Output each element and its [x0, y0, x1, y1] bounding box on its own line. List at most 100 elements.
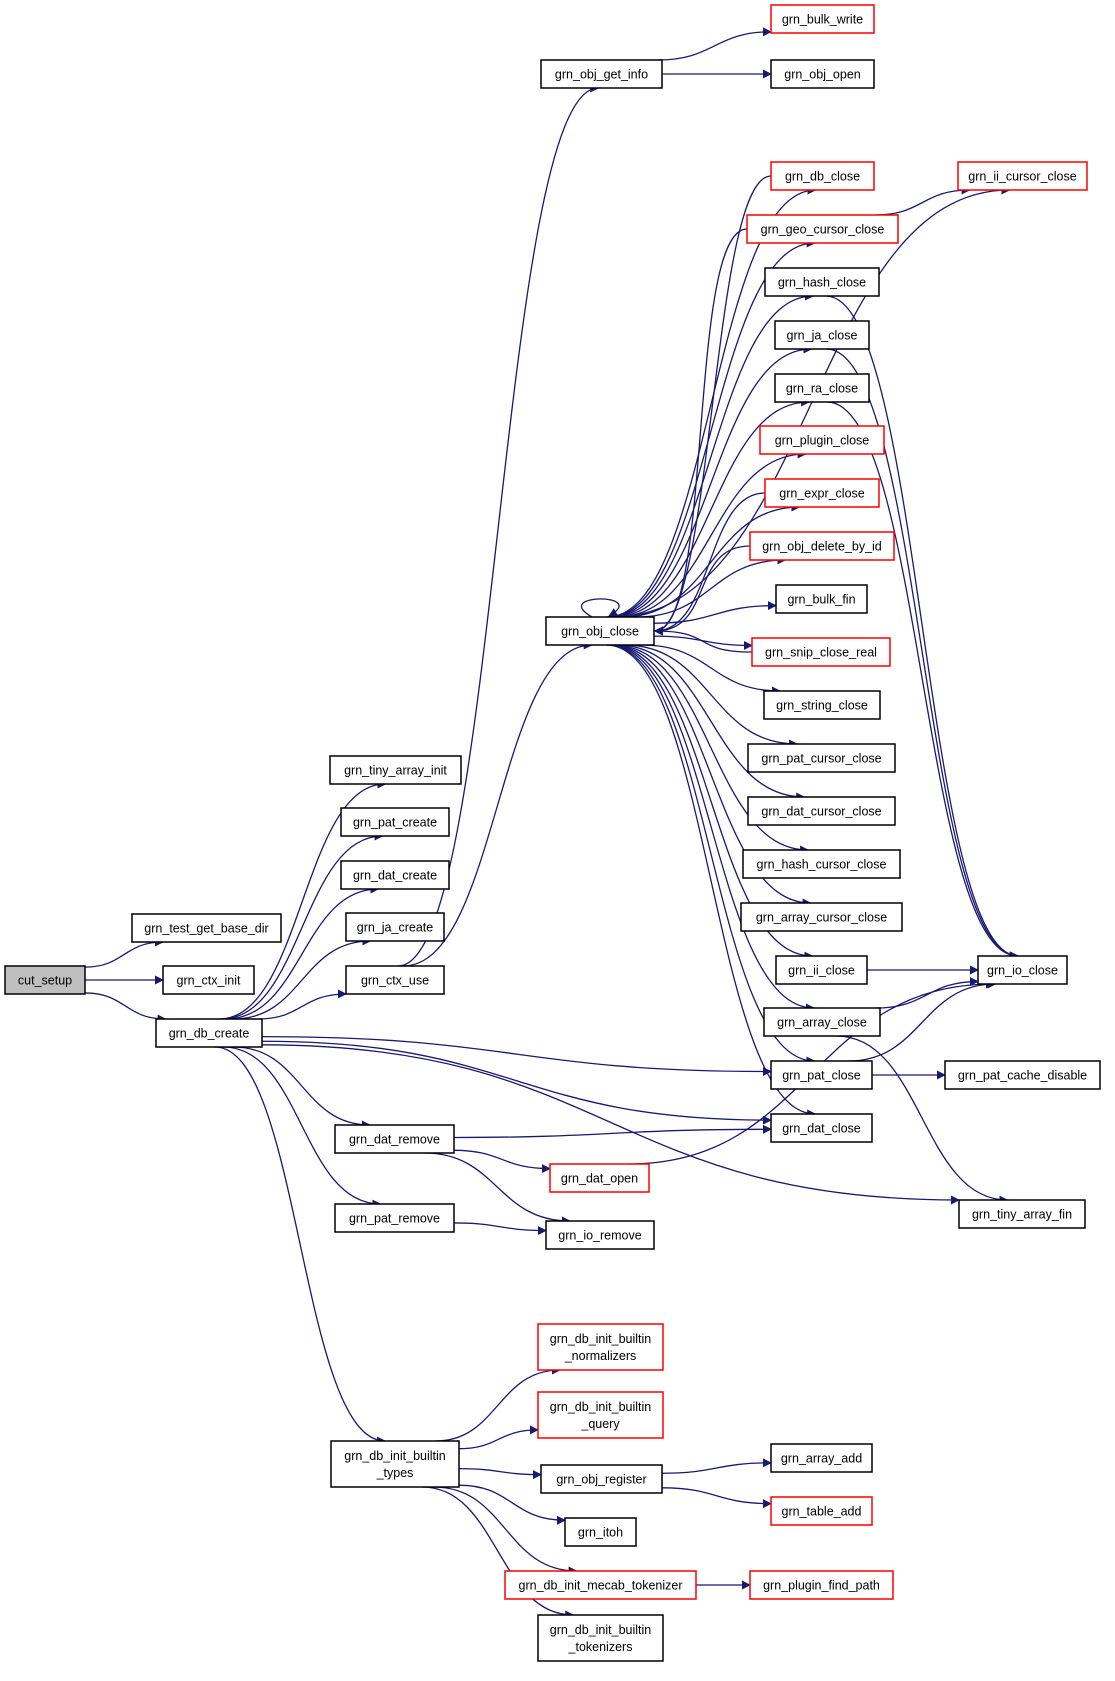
- edge-db_create-to-dat_create: [225, 884, 380, 1020]
- node-box: [764, 267, 880, 297]
- node-grn-pat-remove[interactable]: grn_pat_remove: [334, 1203, 455, 1233]
- edge-dat_remove-to-dat_open: [453, 1149, 551, 1174]
- node-grn-dat-cursor-close[interactable]: grn_dat_cursor_close: [747, 796, 896, 826]
- node-grn-pat-create[interactable]: grn_pat_create: [340, 807, 450, 837]
- node-grn-obj-get-info[interactable]: grn_obj_get_info: [540, 59, 663, 89]
- node-grn-pat-cursor-close[interactable]: grn_pat_cursor_close: [747, 743, 896, 773]
- edge-db_create-to-pat_remove: [223, 1046, 382, 1209]
- edge: [636, 555, 787, 618]
- node-label: grn_plugin_find_path: [763, 1579, 880, 1593]
- node-grn-db-init-builtin-normalizers[interactable]: grn_db_init_builtin_normalizers: [537, 1323, 664, 1371]
- node-grn-obj-close[interactable]: grn_obj_close: [545, 616, 655, 646]
- edge: [424, 1152, 571, 1226]
- edge: [453, 1149, 551, 1174]
- node-label: grn_bulk_write: [782, 13, 863, 27]
- node-box: [770, 4, 875, 34]
- node-grn-test-get-base-dir[interactable]: grn_test_get_base_dir: [131, 913, 282, 943]
- node-grn-io-remove[interactable]: grn_io_remove: [545, 1220, 655, 1250]
- node-label: grn_db_close: [785, 170, 860, 184]
- node-grn-obj-register[interactable]: grn_obj_register: [540, 1464, 663, 1494]
- edge-db_create-to-ja_create: [233, 936, 372, 1020]
- node-grn-pat-cache-disable[interactable]: grn_pat_cache_disable: [944, 1060, 1101, 1090]
- node-label: grn_ctx_init: [177, 974, 241, 988]
- node-box: [957, 161, 1088, 191]
- node-label: grn_snip_close_real: [765, 646, 877, 660]
- edge: [403, 640, 593, 967]
- edge: [654, 626, 753, 653]
- node-grn-pat-close[interactable]: grn_pat_close: [770, 1060, 873, 1090]
- node-box: [764, 478, 880, 508]
- node-grn-bulk-fin[interactable]: grn_bulk_fin: [775, 584, 868, 614]
- node-label: grn_pat_close: [782, 1069, 861, 1083]
- node-grn-db-init-mecab-tokenizer[interactable]: grn_db_init_mecab_tokenizer: [504, 1570, 697, 1600]
- node-grn-expr-close[interactable]: grn_expr_close: [764, 478, 880, 508]
- node-box: [747, 743, 896, 773]
- node-box: [958, 1199, 1086, 1229]
- node-label: grn_dat_open: [561, 1172, 638, 1186]
- node-label: grn_obj_register: [556, 1473, 646, 1487]
- edge-init_types-to-obj_register: [458, 1468, 542, 1480]
- edge: [617, 644, 806, 802]
- node-grn-table-add[interactable]: grn_table_add: [770, 1496, 873, 1526]
- node-label: grn_dat_remove: [349, 1133, 440, 1147]
- node-grn-array-cursor-close[interactable]: grn_array_cursor_close: [740, 902, 903, 932]
- edge-obj_register-to-array_add: [661, 1458, 772, 1474]
- node-grn-dat-open[interactable]: grn_dat_open: [549, 1163, 650, 1193]
- node-label: grn_io_remove: [558, 1229, 641, 1243]
- node-grn-bulk-write[interactable]: grn_bulk_write: [770, 4, 875, 34]
- node-grn-db-init-builtin-tokenizers[interactable]: grn_db_init_builtin_tokenizers: [537, 1614, 664, 1662]
- edge: [616, 449, 807, 618]
- node-grn-array-close[interactable]: grn_array_close: [763, 1007, 881, 1037]
- node-box: [537, 1323, 664, 1371]
- node-label: grn_pat_cursor_close: [761, 752, 881, 766]
- node-grn-tiny-array-init[interactable]: grn_tiny_array_init: [329, 755, 462, 785]
- node-box: [774, 320, 870, 350]
- edge-obj_close-to-arr_cur_close: [610, 644, 812, 908]
- edge-obj_close-to-obj_close: [581, 598, 620, 618]
- node-box: [977, 955, 1068, 985]
- node-grn-hash-close[interactable]: grn_hash_close: [764, 267, 880, 297]
- node-grn-obj-delete-by-id[interactable]: grn_obj_delete_by_id: [749, 531, 895, 561]
- node-grn-db-init-builtin-query[interactable]: grn_db_init_builtin_query: [537, 1391, 664, 1439]
- edge: [607, 238, 816, 618]
- node-grn-string-close[interactable]: grn_string_close: [763, 690, 881, 720]
- edge: [422, 1486, 575, 1620]
- node-grn-tiny-array-fin[interactable]: grn_tiny_array_fin: [958, 1199, 1086, 1229]
- edge-init_types-to-itoh: [458, 1484, 566, 1525]
- node-grn-dat-close[interactable]: grn_dat_close: [770, 1113, 873, 1143]
- node-box: [747, 796, 896, 826]
- edge-db_create-to-tiny_arr_init: [218, 779, 387, 1020]
- node-grn-plugin-find-path[interactable]: grn_plugin_find_path: [749, 1570, 894, 1600]
- node-grn-ja-create[interactable]: grn_ja_create: [345, 912, 445, 942]
- node-grn-ra-close[interactable]: grn_ra_close: [774, 373, 870, 403]
- node-grn-plugin-close[interactable]: grn_plugin_close: [759, 425, 885, 455]
- node-grn-ii-close[interactable]: grn_ii_close: [775, 955, 868, 985]
- edge: [654, 175, 772, 636]
- node-grn-itoh[interactable]: grn_itoh: [564, 1517, 637, 1547]
- node-grn-hash-cursor-close[interactable]: grn_hash_cursor_close: [742, 849, 901, 879]
- node-grn-ja-close[interactable]: grn_ja_close: [774, 320, 870, 350]
- node-grn-ctx-use[interactable]: grn_ctx_use: [345, 965, 445, 995]
- node-grn-io-close[interactable]: grn_io_close: [977, 955, 1068, 985]
- edge-obj_close-to-ii_close: [609, 644, 814, 961]
- node-grn-ctx-init[interactable]: grn_ctx_init: [162, 965, 255, 995]
- node-label: grn_dat_close: [782, 1122, 861, 1136]
- edge: [606, 644, 816, 1066]
- node-grn-obj-open[interactable]: grn_obj_open: [770, 59, 875, 89]
- node-box: [340, 807, 450, 837]
- node-grn-db-init-builtin-types[interactable]: grn_db_init_builtin_types: [330, 1440, 460, 1488]
- node-grn-dat-create[interactable]: grn_dat_create: [340, 860, 450, 890]
- edge: [609, 644, 814, 961]
- node-grn-dat-remove[interactable]: grn_dat_remove: [334, 1124, 455, 1154]
- node-grn-db-close[interactable]: grn_db_close: [770, 161, 875, 191]
- node-grn-db-create[interactable]: grn_db_create: [155, 1018, 263, 1048]
- node-grn-array-add[interactable]: grn_array_add: [770, 1443, 873, 1473]
- node-grn-snip-close-real[interactable]: grn_snip_close_real: [751, 637, 891, 667]
- node-grn-geo-cursor-close[interactable]: grn_geo_cursor_close: [746, 214, 899, 244]
- edge-obj_get_info-to-bulk_write: [657, 27, 772, 61]
- node-grn-ii-cursor-close[interactable]: grn_ii_cursor_close: [957, 161, 1088, 191]
- node-label: grn_obj_close: [561, 625, 639, 639]
- node-cut-setup[interactable]: cut_setup: [4, 965, 86, 995]
- node-box: [155, 1018, 263, 1048]
- edge: [261, 1044, 961, 1205]
